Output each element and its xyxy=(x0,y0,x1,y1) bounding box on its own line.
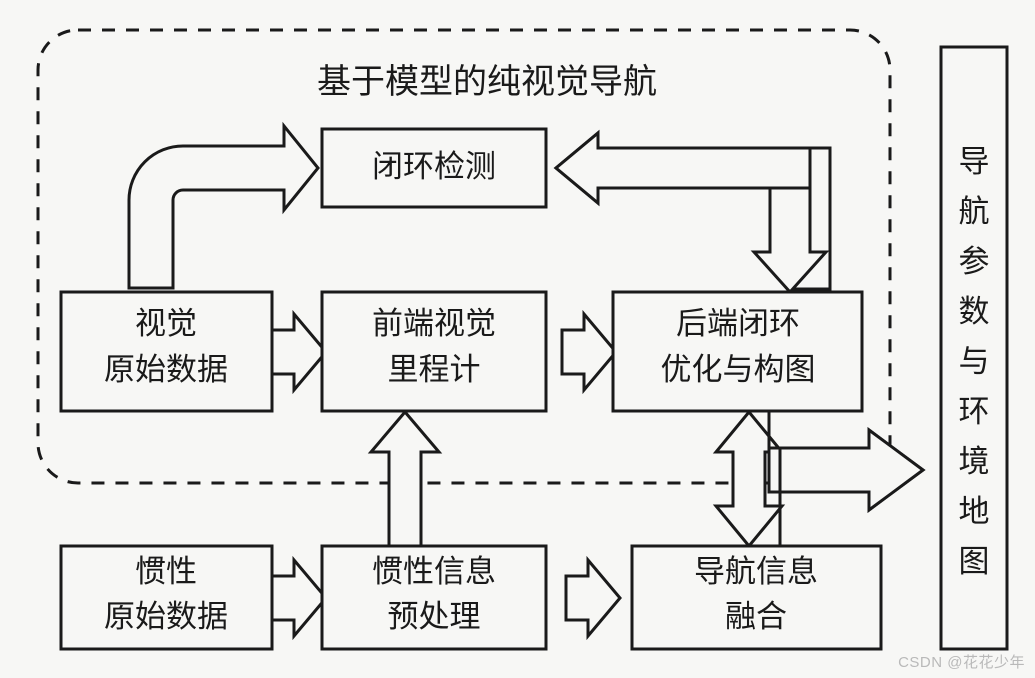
connector-visual-raw-to-front-end xyxy=(270,309,328,395)
box-back-end-optimization-line2: 优化与构图 xyxy=(661,352,816,387)
connector-visual-raw-to-loop-closure xyxy=(127,121,320,290)
box-back-end-optimization[interactable]: 后端闭环 优化与构图 xyxy=(611,290,864,413)
box-navigation-fusion-line1: 导航信息 xyxy=(694,554,818,589)
box-back-end-optimization-line1: 后端闭环 xyxy=(676,306,800,341)
box-output-char-6: 境 xyxy=(959,444,990,479)
connector-inertial-pre-to-nav-fusion xyxy=(564,555,622,641)
box-output-char-0: 导 xyxy=(959,144,990,179)
box-navigation-fusion-line2: 融合 xyxy=(725,599,787,634)
box-inertial-raw-data-line2: 原始数据 xyxy=(104,599,228,634)
box-inertial-raw-data[interactable]: 惯性 原始数据 xyxy=(59,544,274,651)
csdn-watermark: CSDN @花花少年 xyxy=(898,654,1025,671)
box-inertial-raw-data-line1: 惯性 xyxy=(135,554,197,589)
box-inertial-preprocessing-line1: 惯性信息 xyxy=(372,554,496,589)
box-loop-closure[interactable]: 闭环检测 xyxy=(320,127,548,209)
box-output-char-7: 地 xyxy=(959,494,990,529)
region-title: 基于模型的纯视觉导航 xyxy=(317,63,657,101)
connector-front-end-to-back-end xyxy=(560,309,618,395)
box-output-char-2: 参 xyxy=(959,244,990,279)
box-front-end-odometry-line2: 里程计 xyxy=(388,352,481,387)
box-output-char-8: 图 xyxy=(959,544,990,579)
box-output-navigation-map[interactable]: 导 航 参 数 与 环 境 地 图 xyxy=(939,45,1009,651)
box-visual-raw-data[interactable]: 视觉 原始数据 xyxy=(59,290,274,413)
box-output-char-5: 环 xyxy=(959,394,990,429)
connector-inertial-pre-to-front-end xyxy=(367,409,443,554)
model-based-visual-navigation-region xyxy=(36,28,892,485)
box-visual-raw-data-line1: 视觉 xyxy=(135,306,197,341)
box-loop-closure-label: 闭环检测 xyxy=(372,149,496,184)
box-visual-raw-data-line2: 原始数据 xyxy=(104,352,228,387)
connector-loop-closure-to-back-end-shaft xyxy=(750,186,830,295)
box-output-char-1: 航 xyxy=(959,194,990,229)
box-inertial-preprocessing[interactable]: 惯性信息 预处理 xyxy=(320,544,548,651)
box-inertial-preprocessing-line2: 预处理 xyxy=(388,599,481,634)
connector-nav-fusion-to-output xyxy=(778,427,926,546)
box-navigation-fusion[interactable]: 导航信息 融合 xyxy=(630,544,883,651)
box-output-char-3: 数 xyxy=(959,294,990,329)
connector-inertial-raw-to-inertial-pre xyxy=(270,555,328,641)
box-front-end-odometry-line1: 前端视觉 xyxy=(372,306,496,341)
box-output-char-4: 与 xyxy=(959,344,990,379)
box-front-end-odometry[interactable]: 前端视觉 里程计 xyxy=(320,290,548,413)
